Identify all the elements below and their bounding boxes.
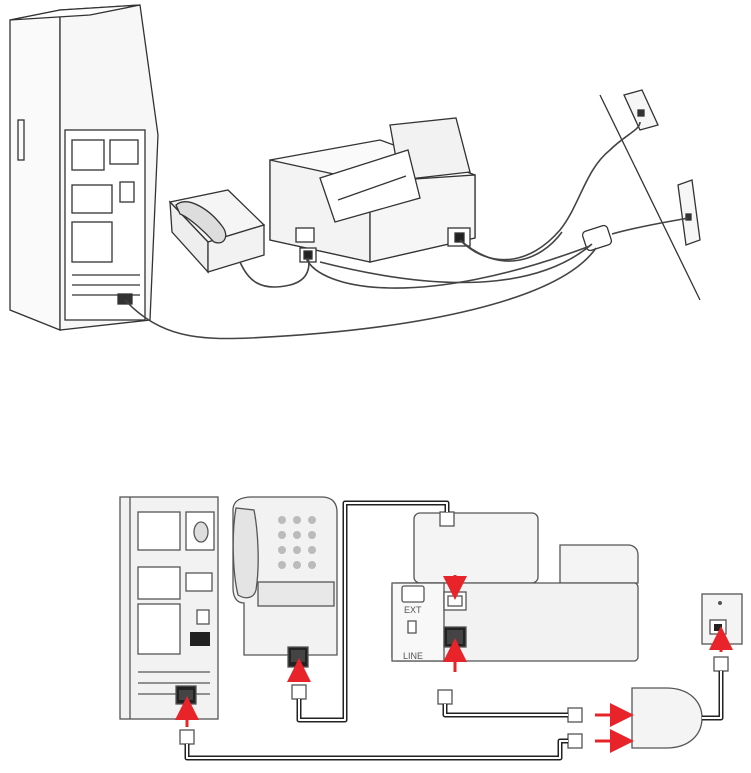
plug-wall: [713, 656, 729, 672]
top-cables: [124, 121, 689, 340]
line-port-label: LINE: [403, 651, 423, 661]
red-arrows: [175, 575, 733, 753]
top-illustration: [9, 4, 701, 340]
splitter-bottom: [631, 687, 703, 749]
plug-splitter-a: [567, 707, 583, 723]
ext-port-label: EXT: [404, 605, 422, 615]
plug-computer: [179, 729, 195, 745]
printer: [269, 117, 476, 263]
plugs: [179, 511, 729, 749]
computer-tower-bottom: [119, 496, 219, 720]
telephone: [168, 189, 266, 274]
computer-tower: [9, 4, 159, 331]
wall-jack-lower: [677, 179, 701, 246]
telephone-bottom: [232, 496, 338, 668]
wall-jack-bottom: [701, 593, 743, 645]
bottom-diagram: EXT LINE: [119, 496, 743, 761]
plug-phone: [291, 684, 307, 700]
line-splitter: [581, 224, 613, 252]
wall-edge: [599, 94, 701, 301]
plug-ext: [439, 511, 455, 527]
plug-line: [437, 689, 453, 705]
fax-printer-bottom: [391, 512, 639, 662]
plug-splitter-b: [567, 733, 583, 749]
wall-jack-upper: [623, 89, 659, 131]
